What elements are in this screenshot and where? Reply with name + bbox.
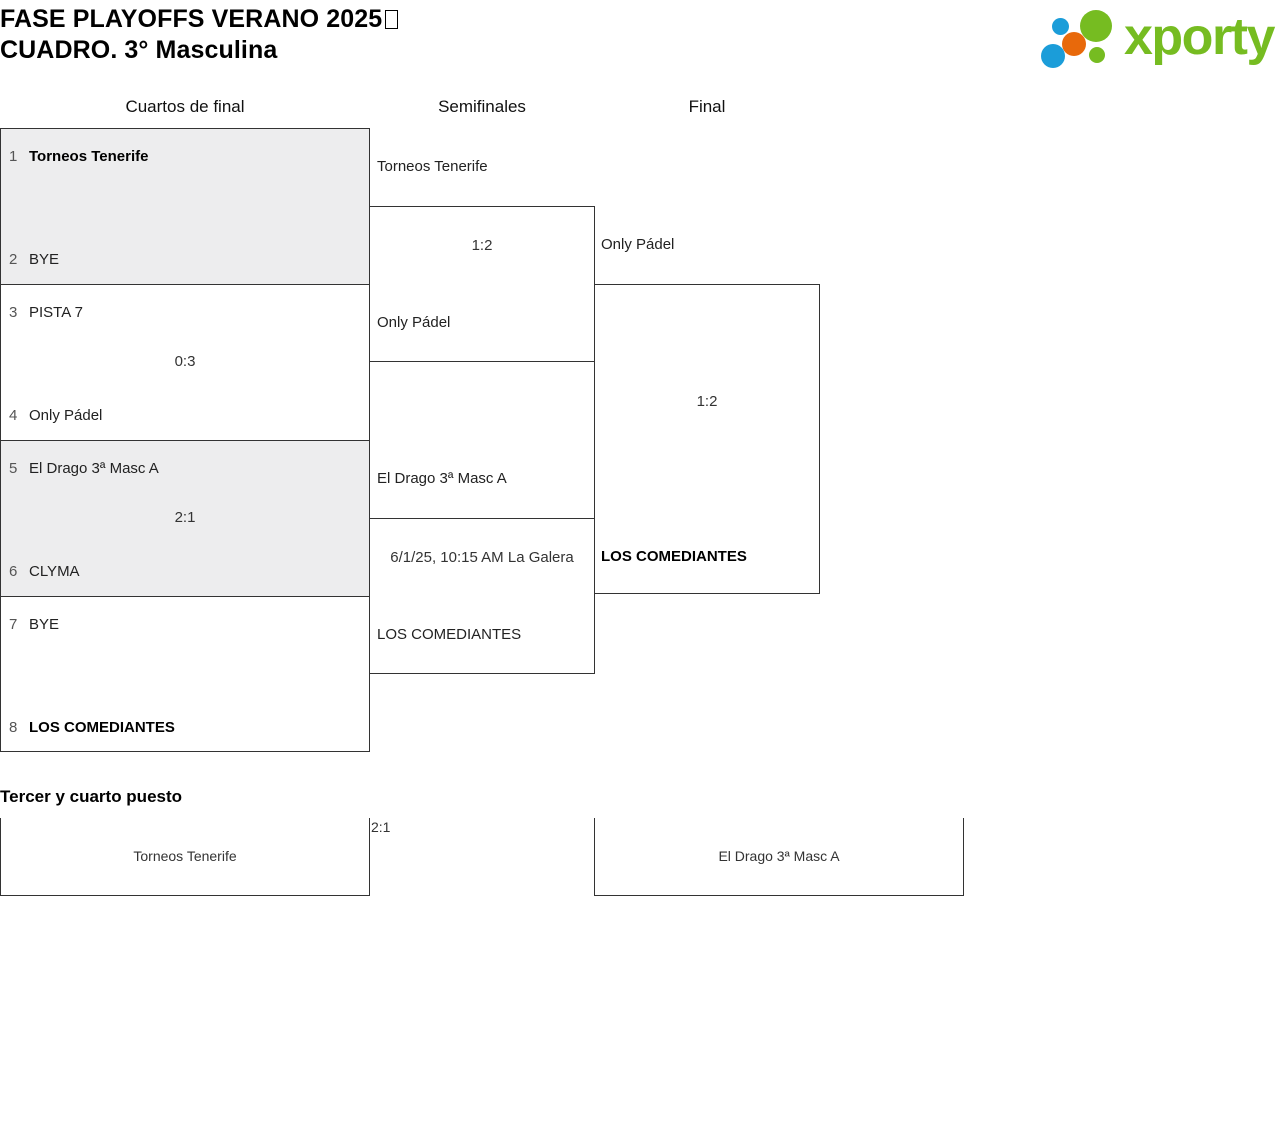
logo-dot-green-large xyxy=(1080,10,1112,42)
match-qf-1[interactable]: 1 Torneos Tenerife 2 BYE xyxy=(0,128,370,284)
team-name: BYE xyxy=(29,251,60,268)
qf-3-score: 2:1 xyxy=(174,509,196,526)
qf-3-slot-top: 5 El Drago 3ª Masc A xyxy=(9,459,159,478)
sf-2-top-team: El Drago 3ª Masc A xyxy=(377,470,507,487)
qf-3-slot-bottom: 6 CLYMA xyxy=(9,562,80,581)
match-final[interactable]: 1:2 xyxy=(594,284,820,594)
qf-1-slot-top: 1 Torneos Tenerife xyxy=(9,147,148,166)
sf-1-top-team: Torneos Tenerife xyxy=(377,158,488,175)
title-line-1: FASE PLAYOFFS VERANO 2025 xyxy=(0,5,383,33)
seed-number: 4 xyxy=(9,407,18,424)
sf-1-bottom-team: Only Pádel xyxy=(377,314,451,331)
qf-2-slot-top: 3 PISTA 7 xyxy=(9,303,83,322)
third-place-title: Tercer y cuarto puesto xyxy=(0,787,183,806)
team-name: LOS COMEDIANTES xyxy=(29,719,175,736)
third-place-score: 2:1 xyxy=(371,819,391,835)
xporty-logo[interactable]: xporty xyxy=(1038,6,1275,68)
round-header-quarterfinals: Cuartos de final xyxy=(125,97,245,116)
qf-1-slot-bottom: 2 BYE xyxy=(9,250,59,269)
logo-dot-blue-small xyxy=(1052,18,1069,35)
match-qf-3[interactable]: 5 El Drago 3ª Masc A 6 CLYMA xyxy=(0,440,370,596)
logo-wordmark: xporty xyxy=(1124,8,1275,66)
seed-number: 2 xyxy=(9,251,18,268)
sf-2-bottom-team: LOS COMEDIANTES xyxy=(377,626,522,643)
team-name: Only Pádel xyxy=(29,407,103,424)
final-bottom-team: LOS COMEDIANTES xyxy=(601,548,747,565)
match-sf-1[interactable]: 1:2 xyxy=(369,206,595,362)
title-line-2: CUADRO. 3° Masculina xyxy=(0,36,278,64)
round-header-semifinals: Semifinales xyxy=(438,97,526,116)
logo-dot-green-small xyxy=(1089,47,1105,63)
seed-number: 7 xyxy=(9,616,18,633)
third-place-right-team: El Drago 3ª Masc A xyxy=(718,848,840,864)
round-header-final: Final xyxy=(688,97,726,116)
logo-dot-blue-large xyxy=(1041,44,1065,68)
third-place-left-box[interactable] xyxy=(0,818,370,896)
final-score: 1:2 xyxy=(696,393,718,410)
qf-4-slot-bottom: 8 LOS COMEDIANTES xyxy=(9,718,175,737)
team-name: BYE xyxy=(29,616,60,633)
team-name: El Drago 3ª Masc A xyxy=(29,460,159,477)
final-top-team: Only Pádel xyxy=(601,236,675,253)
qf-2-slot-bottom: 4 Only Pádel xyxy=(9,406,102,425)
logo-dot-orange xyxy=(1062,32,1086,56)
seed-number: 5 xyxy=(9,460,18,477)
third-place-right-box[interactable] xyxy=(594,818,964,896)
seed-number: 8 xyxy=(9,719,18,736)
match-sf-2[interactable]: 6/1/25, 10:15 AM La Galera xyxy=(369,518,595,674)
missing-glyph-icon xyxy=(385,10,399,29)
seed-number: 6 xyxy=(9,563,18,580)
match-qf-4[interactable]: 7 BYE 8 LOS COMEDIANTES xyxy=(0,596,370,752)
team-name: PISTA 7 xyxy=(29,304,83,321)
qf-4-slot-top: 7 BYE xyxy=(9,615,59,634)
qf-2-score: 0:3 xyxy=(174,353,196,370)
match-qf-2[interactable]: 3 PISTA 7 4 Only Pádel xyxy=(0,284,370,440)
sf-1-score: 1:2 xyxy=(471,237,493,254)
sf-2-score: 6/1/25, 10:15 AM La Galera xyxy=(390,549,574,566)
third-place-left-team: Torneos Tenerife xyxy=(133,848,237,864)
seed-number: 1 xyxy=(9,148,18,165)
seed-number: 3 xyxy=(9,304,18,321)
team-name: CLYMA xyxy=(29,563,80,580)
team-name: Torneos Tenerife xyxy=(29,148,149,165)
